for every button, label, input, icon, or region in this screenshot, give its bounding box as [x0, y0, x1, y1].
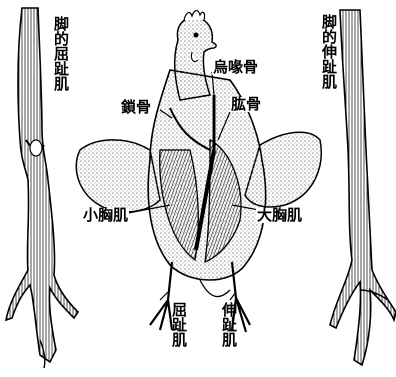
- right-leg-drawing: [330, 10, 396, 365]
- label-coracoid: 烏喙骨: [212, 60, 259, 75]
- label-extensor-right: 脚的伸趾肌: [320, 14, 337, 89]
- label-flexor-left: 脚的屈趾肌: [52, 16, 69, 91]
- label-extensor-bottom: 伸趾肌: [220, 302, 237, 347]
- label-pectoralis-minor: 小胸肌: [82, 208, 129, 223]
- label-flexor-bottom: 屈趾肌: [170, 302, 187, 347]
- label-clavicle: 鎖骨: [120, 100, 152, 115]
- chicken-drawing: [76, 11, 321, 332]
- label-pectoralis-major: 大胸肌: [256, 208, 303, 223]
- label-humerus: 肱骨: [230, 97, 262, 112]
